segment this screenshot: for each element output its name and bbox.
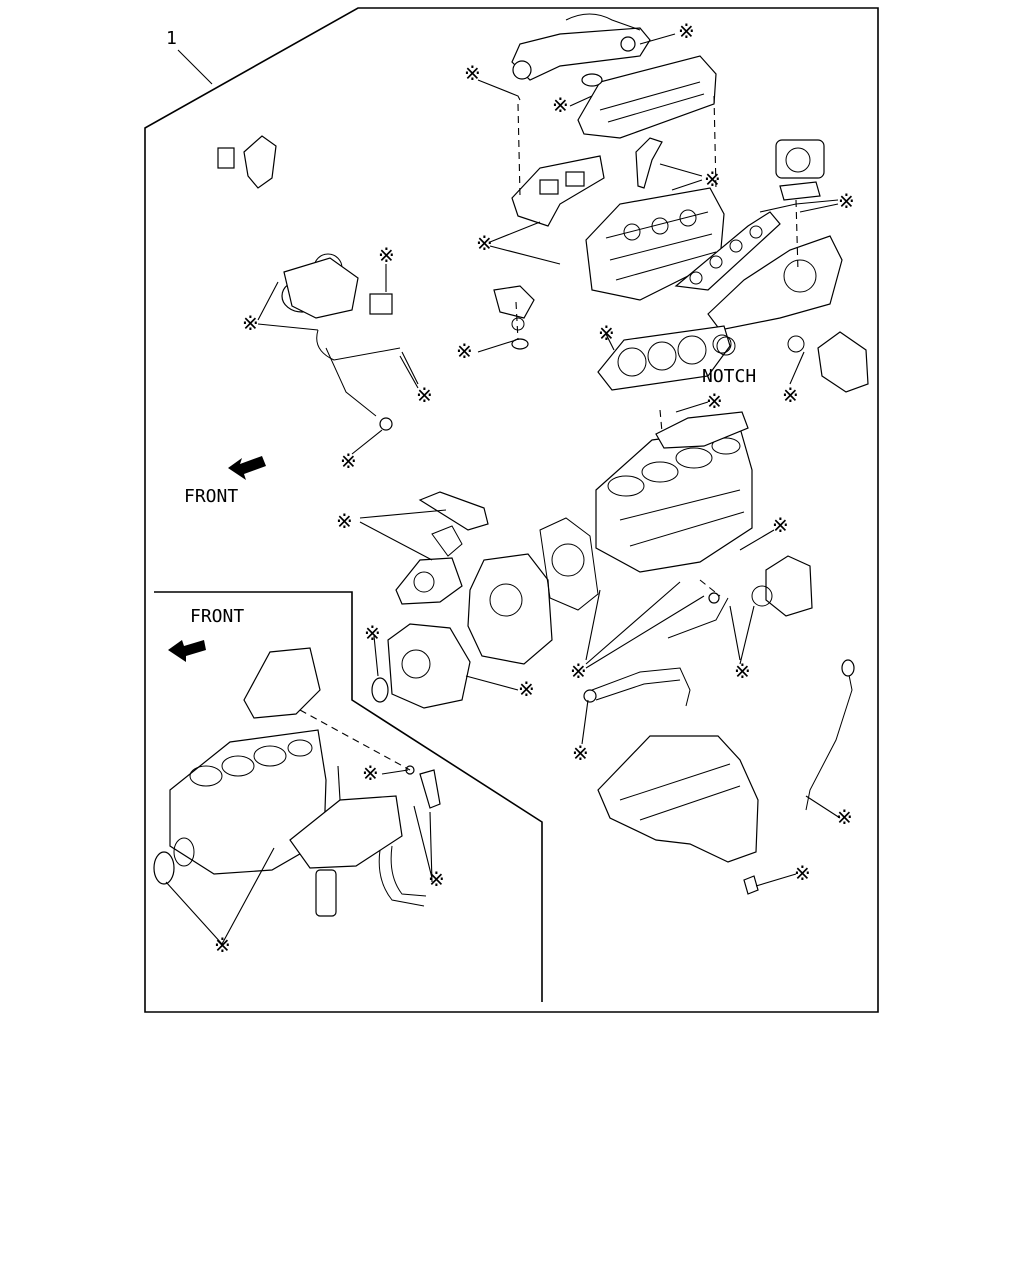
callout-cylinder-head-gasket-set: ※: [242, 311, 259, 335]
kit-frame: [144, 7, 879, 1013]
front-arrow-inset: [168, 640, 206, 662]
oil-pipe: [667, 592, 729, 639]
callout-leaders: [165, 33, 841, 945]
oil-pan: [597, 735, 759, 863]
callout-inset-rear-seals: ※: [214, 933, 231, 957]
callout-oil-pickup-o-ring: ※: [518, 677, 535, 701]
dipstick: [805, 659, 855, 811]
inset-water-pipe: [378, 845, 427, 907]
inset-rear-seal: [153, 837, 195, 885]
throttle-body: [775, 139, 825, 201]
front-label-main: FRONT: [184, 486, 238, 507]
water-pump-gasket: [431, 525, 463, 557]
callout-inset-o-ring: ※: [362, 761, 379, 785]
callout-turbo-flange-gasket: ※: [416, 383, 433, 407]
valve-cover: [577, 55, 717, 139]
inset-oil-cooler: [289, 795, 403, 917]
upper-cover-gasket: [418, 491, 489, 531]
inset-cylinder-head: [243, 647, 321, 719]
callout-rear-seal: ※: [570, 659, 587, 683]
inset-engine-block: [169, 729, 327, 875]
callout-egr-gasket: ※: [678, 19, 695, 43]
head-gasket: [597, 325, 732, 391]
turbo-oil-pipe: [316, 329, 401, 431]
callout-turbo-gasket-set: ※: [378, 243, 395, 267]
front-cover: [387, 623, 471, 709]
egr-valve: [787, 331, 869, 393]
callout-front-cover-gasket: ※: [734, 659, 751, 683]
inset-frame: [154, 591, 543, 1002]
callout-thermostat-seal: ※: [456, 339, 473, 363]
drain-plug: [743, 875, 759, 895]
oil-pickup-pipe: [583, 667, 691, 707]
alignment-lines: [299, 95, 799, 771]
front-label-inset: FRONT: [190, 606, 244, 627]
exhaust-manifold: [511, 155, 605, 227]
head-gasket-upper: [655, 411, 749, 449]
callout-pump-o-ring: ※: [336, 509, 353, 533]
inset-hose: [405, 765, 441, 809]
notch-marker: [716, 336, 736, 356]
callout-water-pump-gasket: ※: [772, 513, 789, 537]
callout-cover-seal: ※: [552, 93, 569, 117]
notch-label: NOTCH: [702, 366, 756, 387]
intake-manifold: [707, 235, 843, 331]
egr-valve-small: [217, 135, 277, 189]
injector: [635, 137, 663, 189]
timing-case-gasket: [539, 517, 599, 611]
injection-pump: [751, 555, 813, 617]
callout-injector-seal: ※: [476, 231, 493, 255]
cylinder-block: [595, 427, 753, 573]
turbocharger: [281, 253, 393, 319]
front-crank-seal: [371, 677, 389, 703]
front-arrow-main: [228, 456, 266, 480]
callout-drain-plug-washer: ※: [794, 861, 811, 885]
callout-oil-pan-gasket: ※: [572, 741, 589, 765]
callout-egr-valve-gasket: ※: [704, 167, 721, 191]
callout-symbols: ※ ※ ※ ※ ※ ※ ※ ※ ※ ※ ※ ※ ※ ※ ※ ※ ※ ※ ※ ※ ※ ※ ※ ※ ※ ※: [214, 19, 855, 957]
callout-throttle-gasket: ※: [782, 383, 799, 407]
callout-head-gasket: ※: [598, 321, 615, 345]
callout-timing-case-gasket: ※: [364, 621, 381, 645]
callout-oil-pipe-seal: ※: [340, 449, 357, 473]
item-number-leader: [177, 49, 213, 85]
intake-gasket-strip: [674, 211, 781, 291]
callout-exhaust-manifold-gasket: ※: [464, 61, 481, 85]
egr-cooler: [511, 13, 651, 81]
water-pump: [395, 557, 463, 605]
timing-case: [467, 553, 553, 665]
cylinder-head: [585, 187, 725, 301]
item-number-label: 1: [166, 28, 177, 49]
callout-intake-gasket: ※: [838, 189, 855, 213]
callout-dipstick-seal: ※: [836, 805, 853, 829]
thermostat-housing: [493, 285, 535, 350]
callout-block-plug-seal: ※: [706, 389, 723, 413]
callout-inset-cooler-gasket: ※: [428, 867, 445, 891]
